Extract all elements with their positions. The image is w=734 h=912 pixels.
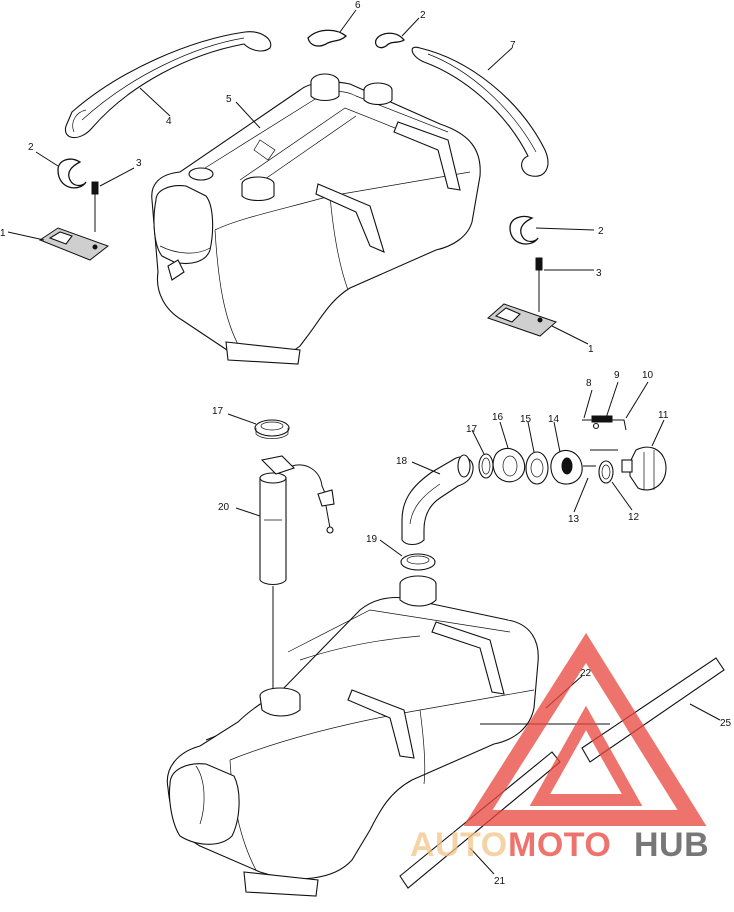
fuel-sender [259,477,287,586]
screw-left [91,181,99,232]
callout-17: 17 [466,424,478,435]
strap-left [64,31,272,139]
watermark: AUTO MOTO HUB [410,632,709,864]
callout-5: 5 [226,94,232,105]
callout-8: 8 [586,378,592,389]
watermark-triangle-logo [463,632,707,826]
callout-labels: 1 1 2 2 2 3 3 4 5 6 7 8 9 10 11 12 13 14… [0,0,732,887]
callout-11: 11 [658,410,669,421]
callout-13: 13 [568,514,580,525]
lock-ring-17 [254,419,290,437]
o-ring [598,460,614,484]
callout-18: 18 [396,456,408,467]
clip-6 [307,29,347,47]
fuel-tank-lower [166,575,539,897]
callout-2: 2 [28,142,34,153]
bracket-left [38,227,110,261]
fuel-tank-upper [151,73,481,365]
clamp-ring [478,453,494,479]
callout-3: 3 [136,158,142,169]
callout-2: 2 [420,10,426,21]
filler-hose [401,456,474,546]
callout-6: 6 [355,0,361,11]
callout-17: 17 [212,406,224,417]
callout-19: 19 [366,534,378,545]
callout-3: 3 [596,268,602,279]
watermark-text-moto: MOTO [508,826,611,864]
callout-20: 20 [218,502,230,513]
fuel-cap [629,446,667,491]
gasket-ring [525,451,549,485]
callout-10: 10 [642,370,654,381]
upper-tank-assembly [38,29,557,365]
callout-9: 9 [614,370,620,381]
watermark-text-hub: HUB [634,826,709,864]
filler-neck-assembly [401,415,667,546]
clip-2-left [57,158,87,189]
bracket-right [487,303,557,337]
strap-right [411,46,549,177]
callout-7: 7 [510,40,516,51]
callout-21: 21 [494,876,506,887]
callout-15: 15 [520,414,532,425]
fuel-sender-assembly [254,419,436,690]
clip-2-top [374,32,405,49]
callout-1: 1 [588,344,594,355]
watermark-text-auto: AUTO [410,826,508,864]
callout-14: 14 [548,414,560,425]
callout-16: 16 [492,412,504,423]
callout-25: 25 [720,718,732,729]
pad-25 [581,657,725,763]
clip-2-right [509,215,539,245]
callout-12: 12 [628,512,640,523]
lock-ring-19 [400,553,436,571]
callout-4: 4 [166,116,172,127]
flange-ring [492,447,526,483]
callout-1: 1 [0,228,6,239]
screw-right [535,257,543,312]
callout-2: 2 [598,226,604,237]
callout-22: 22 [580,668,592,679]
